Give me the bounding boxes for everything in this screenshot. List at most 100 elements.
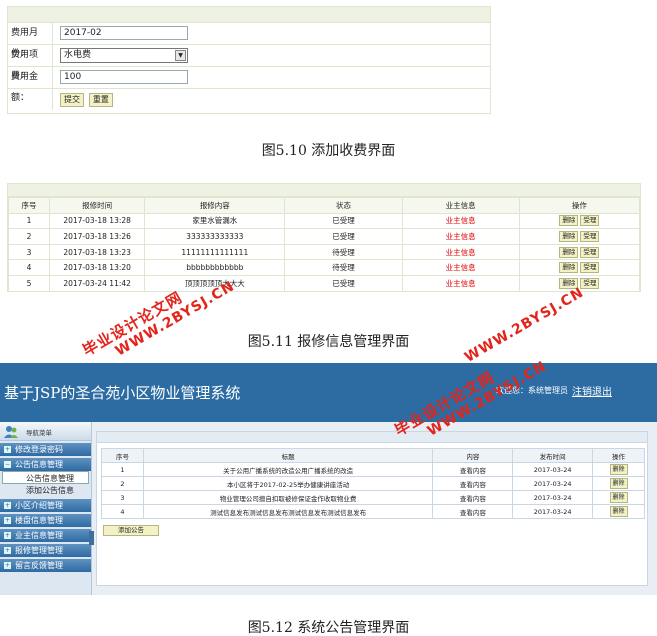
fee-amount-row: 费用金额： 100: [8, 67, 490, 103]
owner-info-link[interactable]: 业主信息: [401, 274, 520, 292]
delete-button[interactable]: 删除: [609, 478, 628, 489]
sidebar-subitem-add-announcement[interactable]: 添加公告信息: [26, 486, 74, 495]
sidebar-item-owners[interactable]: +业主信息管理: [0, 529, 91, 542]
owner-info-link[interactable]: 业主信息: [401, 259, 520, 276]
accept-button[interactable]: 受理: [580, 230, 600, 242]
sidebar-item-announcements[interactable]: −公告信息管理: [0, 458, 91, 471]
view-content-link[interactable]: 查看内容: [432, 476, 514, 491]
table-cell: 1: [101, 462, 144, 477]
figure-caption-5-12: 图5.12 系统公告管理界面: [247, 620, 410, 636]
table-cell: 顶顶顶顶顶大大大: [144, 274, 286, 292]
delete-button[interactable]: 删除: [559, 262, 579, 274]
delete-button[interactable]: 删除: [609, 492, 628, 503]
column-header: 序号: [101, 448, 144, 463]
expand-icon: +: [4, 562, 11, 569]
logout-link[interactable]: 注销退出: [572, 387, 612, 398]
actions-cell: 删除: [592, 490, 645, 505]
table-cell: 2017-03-18 13:28: [49, 212, 146, 230]
add-fee-form: 费用月份： 2017-02 费用项目： 水电费 ▼ 费用金额： 100 提交 重…: [7, 6, 491, 114]
expand-icon: +: [4, 532, 11, 539]
fee-amount-input[interactable]: 100: [60, 70, 188, 84]
accept-button[interactable]: 受理: [580, 277, 600, 289]
delete-button[interactable]: 删除: [559, 230, 579, 242]
accept-button[interactable]: 受理: [580, 215, 600, 227]
expand-icon: +: [4, 517, 11, 524]
table-cell: 2017-03-18 13:23: [49, 243, 146, 261]
reset-button[interactable]: 重置: [88, 93, 113, 107]
accept-button[interactable]: 受理: [580, 246, 600, 258]
fee-item-selected-value: 水电费: [64, 50, 92, 60]
table-cell: 11111111111111: [144, 243, 286, 261]
view-content-link[interactable]: 查看内容: [432, 462, 514, 477]
table-cell: 2017-03-24 11:42: [49, 274, 146, 292]
sidebar-item-feedback[interactable]: +留言反馈管理: [0, 559, 91, 572]
figure-caption-5-10: 图5.10 添加收费界面: [261, 143, 396, 159]
nav-menu-header: 导航菜单: [0, 422, 91, 441]
sidebar-item-change-password[interactable]: +修改登录密码: [0, 443, 91, 456]
actions-cell: 删除受理: [518, 243, 641, 261]
delete-button[interactable]: 删除: [609, 506, 628, 517]
delete-button[interactable]: 删除: [559, 246, 579, 258]
owner-info-link[interactable]: 业主信息: [401, 243, 520, 261]
fee-amount-label: 费用金额：: [8, 67, 53, 103]
view-content-link[interactable]: 查看内容: [432, 490, 514, 505]
sidebar-item-repairs[interactable]: +报修管理管理: [0, 544, 91, 557]
table-cell: 待受理: [284, 259, 403, 276]
sidebar-item-buildings[interactable]: +楼盘信息管理: [0, 514, 91, 527]
table-cell: 已受理: [284, 212, 403, 230]
actions-cell: 删除受理: [518, 259, 641, 276]
owner-info-link[interactable]: 业主信息: [401, 212, 520, 230]
table-cell: 关于公用广播系统的改造公用广播系统的改造: [142, 462, 434, 477]
table-header-row: 序号标题内容发布时间操作: [101, 448, 645, 463]
sidebar-toggle-handle[interactable]: [89, 531, 94, 545]
column-header: 标题: [142, 448, 434, 463]
content-header-bar: [97, 432, 647, 443]
actions-cell: 删除: [592, 504, 645, 519]
fee-month-input[interactable]: 2017-02: [60, 26, 188, 40]
delete-button[interactable]: 删除: [609, 464, 628, 475]
form-header-bar: [8, 7, 490, 23]
add-announcement-button[interactable]: 添加公告: [103, 525, 159, 536]
table-cell: 3: [7, 243, 51, 261]
repair-header-bar: [8, 184, 640, 197]
table-cell: 5: [7, 274, 51, 292]
collapse-icon: −: [4, 461, 11, 468]
column-header: 发布时间: [512, 448, 594, 463]
table-cell: 3: [101, 490, 144, 505]
delete-button[interactable]: 删除: [559, 277, 579, 289]
table-cell: 2017-03-24: [512, 462, 594, 477]
column-header: 报修时间: [49, 197, 146, 214]
table-cell: 2017-03-24: [512, 476, 594, 491]
column-header: 操作: [592, 448, 645, 463]
sidebar-subitem-manage-announcements[interactable]: 公告信息管理: [2, 471, 89, 484]
column-header: 序号: [7, 197, 51, 214]
table-header-row: 序号报修时间报修内容状态业主信息操作: [7, 197, 641, 214]
accept-button[interactable]: 受理: [580, 262, 600, 274]
system-title: 基于JSP的圣合苑小区物业管理系统: [4, 384, 241, 402]
form-actions-row: 提交 重置: [8, 89, 490, 111]
table-cell: 物业管理公司擅自扣取被修保证金作收取物业费: [142, 490, 434, 505]
submit-button[interactable]: 提交: [60, 93, 84, 107]
table-cell: 2017-03-24: [512, 504, 594, 519]
owner-info-link[interactable]: 业主信息: [401, 228, 520, 245]
table-cell: 已受理: [284, 228, 403, 245]
table-cell: 本小区将于2017-02-25举办健康讲座活动: [142, 476, 434, 491]
chevron-down-icon[interactable]: ▼: [175, 50, 186, 61]
fee-item-select[interactable]: 水电费 ▼: [60, 48, 188, 63]
column-header: 内容: [432, 448, 514, 463]
sidebar-item-community-intro[interactable]: +小区介绍管理: [0, 499, 91, 512]
users-icon: [4, 426, 18, 438]
view-content-link[interactable]: 查看内容: [432, 504, 514, 519]
table-cell: 2017-03-18 13:26: [49, 228, 146, 245]
table-cell: 2: [101, 476, 144, 491]
fee-month-row: 费用月份： 2017-02: [8, 23, 490, 59]
delete-button[interactable]: 删除: [559, 215, 579, 227]
